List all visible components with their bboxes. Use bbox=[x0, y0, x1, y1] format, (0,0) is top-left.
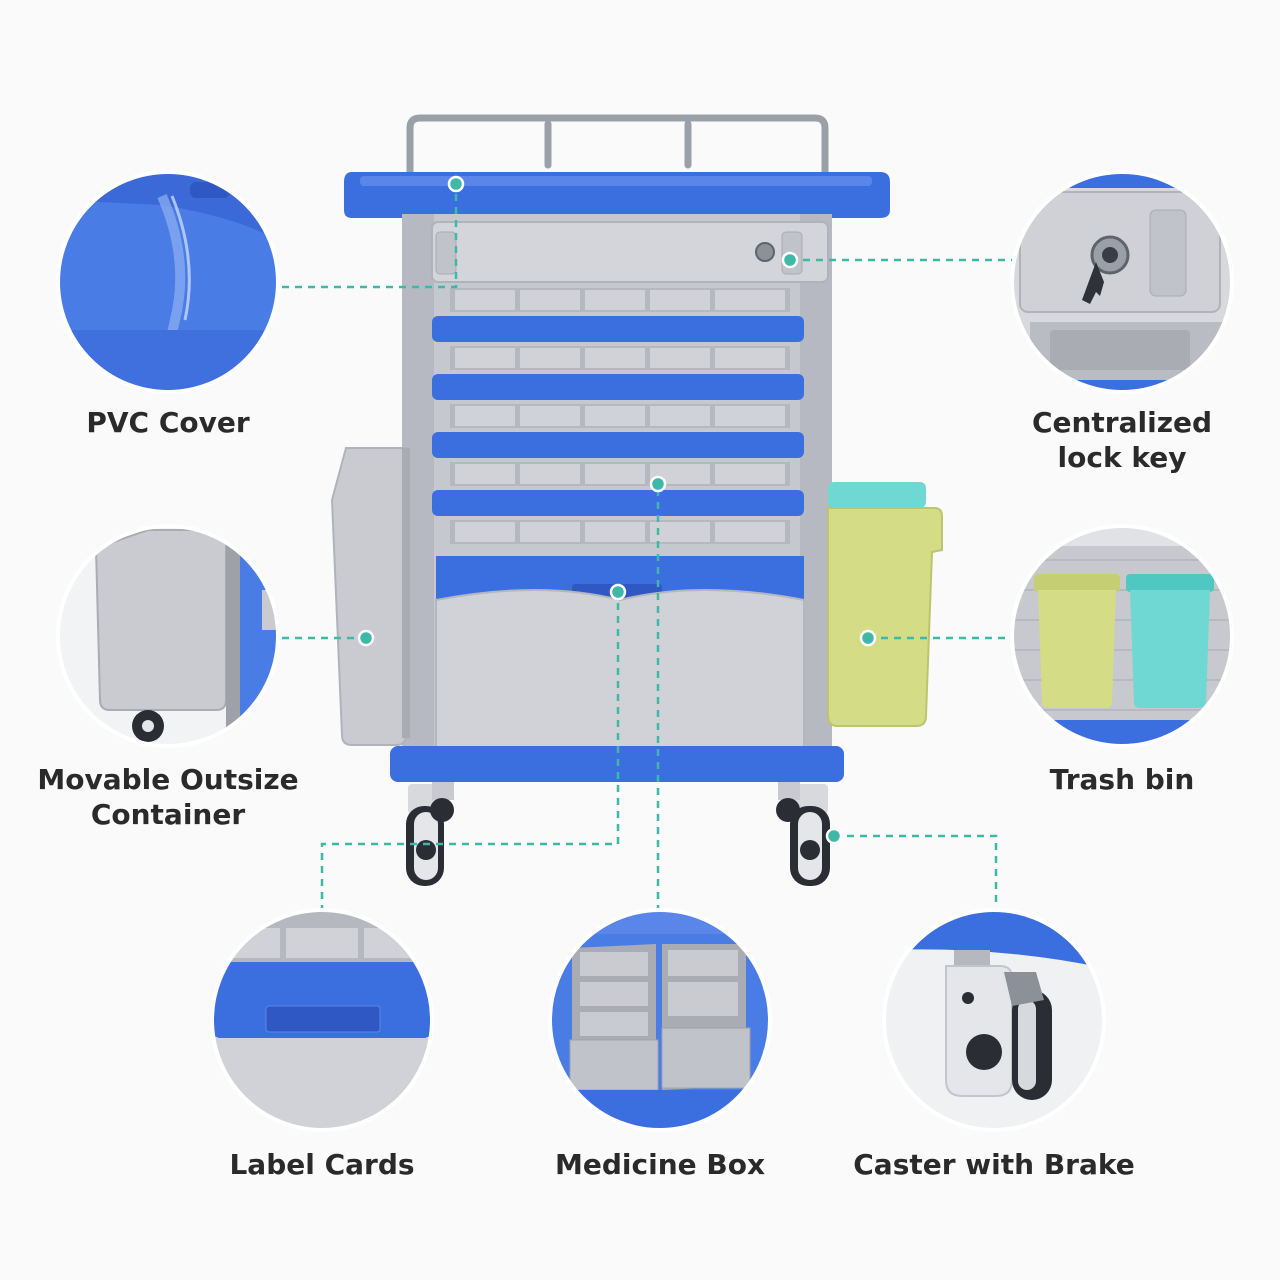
trash-bin-front bbox=[827, 507, 943, 727]
trash-bin-closeup bbox=[1010, 524, 1234, 748]
label-card-closeup bbox=[210, 908, 434, 1132]
caster-back-left bbox=[430, 782, 454, 822]
callout-line-pvc bbox=[282, 184, 458, 289]
lock-cylinder bbox=[755, 242, 775, 262]
label-cards-text: Label Cards bbox=[229, 1148, 415, 1181]
side-container bbox=[330, 447, 407, 746]
label-cards-label: Label Cards bbox=[192, 1147, 452, 1182]
container-line2: Container bbox=[90, 798, 246, 831]
handle-rail bbox=[406, 114, 829, 184]
caster-back-right bbox=[776, 782, 800, 822]
medicine-box-text: Medicine Box bbox=[555, 1148, 765, 1181]
container-line1: Movable Outsize bbox=[37, 763, 299, 796]
caster-text: Caster with Brake bbox=[853, 1148, 1135, 1181]
lock-key-line1: Centralized bbox=[1031, 406, 1213, 439]
container-label: Movable Outsize Container bbox=[18, 762, 318, 832]
caster-front-right bbox=[790, 784, 830, 886]
caster-front-left bbox=[406, 784, 444, 886]
trash-bin-label: Trash bin bbox=[1002, 762, 1242, 797]
medical-cart bbox=[330, 114, 943, 886]
drawer-stack bbox=[432, 288, 804, 544]
caster-label: Caster with Brake bbox=[834, 1147, 1154, 1182]
caster-closeup bbox=[882, 908, 1106, 1132]
lock-key-label: Centralized lock key bbox=[992, 405, 1252, 475]
callout-line-caster bbox=[834, 834, 998, 912]
bottom-drawer bbox=[435, 589, 805, 753]
lock-key-closeup bbox=[1010, 170, 1234, 394]
pvc-cover-text: PVC Cover bbox=[86, 406, 250, 439]
medicine-box-label: Medicine Box bbox=[520, 1147, 800, 1182]
callout-dots bbox=[357, 175, 877, 845]
medicine-box-closeup bbox=[548, 908, 772, 1132]
trash-bin-back bbox=[828, 482, 926, 508]
pvc-cover-label: PVC Cover bbox=[48, 405, 288, 440]
lock-drawer bbox=[431, 221, 829, 283]
trash-bin-text: Trash bin bbox=[1049, 763, 1195, 796]
container-closeup bbox=[56, 524, 280, 748]
pvc-cover-closeup bbox=[56, 170, 280, 394]
lock-key-line2: lock key bbox=[1057, 441, 1187, 474]
callout-lines bbox=[282, 184, 1012, 912]
